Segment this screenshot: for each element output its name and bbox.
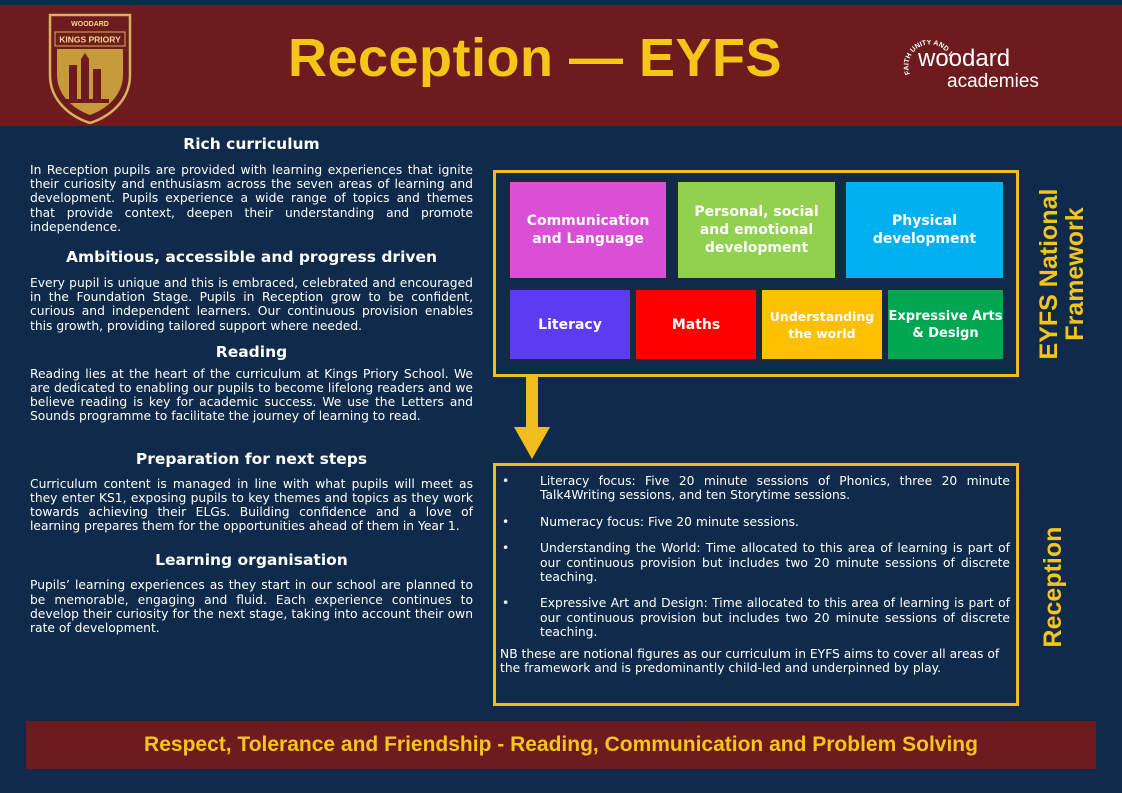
list-item: •Understanding the World: Time allocated… — [502, 541, 1010, 585]
area-maths: Maths — [634, 288, 758, 361]
area-label: Understanding the world — [769, 308, 875, 341]
footer-text: Respect, Tolerance and Friendship - Read… — [144, 733, 978, 756]
area-personal-social-emotional: Personal, social and emotional developme… — [676, 180, 837, 280]
area-label: Physical development — [872, 213, 977, 247]
area-label: Maths — [671, 316, 721, 333]
area-literacy: Literacy — [508, 288, 632, 361]
section-heading-rich-curriculum: Rich curriculum — [183, 135, 320, 153]
down-arrow-icon — [514, 375, 550, 459]
list-item: •Literacy focus: Five 20 minute sessions… — [502, 474, 1010, 503]
area-label: Expressive Arts & Design — [888, 308, 1003, 341]
area-label: Personal, social and emotional developme… — [694, 204, 819, 256]
section-body-learning-organisation: Pupils’ learning experiences as they sta… — [30, 578, 473, 636]
section-heading-ambitious: Ambitious, accessible and progress drive… — [65, 248, 438, 267]
reception-details: •Literacy focus: Five 20 minute sessions… — [500, 474, 1010, 675]
reception-vertical-label: Reception — [1039, 526, 1067, 648]
framework-frame — [493, 170, 1019, 377]
woodard-sub-text: academies — [947, 71, 1039, 92]
woodard-academies-logo: FAITH UNITY AND VISION woodard academies — [900, 40, 1039, 92]
section-heading-preparation: Preparation for next steps — [135, 449, 368, 468]
bullet-icon: • — [502, 514, 510, 529]
area-label: Literacy — [538, 316, 602, 333]
area-expressive-arts: Expressive Arts & Design — [886, 288, 1005, 361]
woodard-name-text: woodard — [917, 45, 1010, 72]
reception-frame — [493, 463, 1019, 706]
left-column: Rich curriculum In Reception pupils are … — [30, 130, 473, 635]
page-title: Reception — EYFS — [287, 28, 783, 88]
section-body-reading: Reading lies at the heart of the curricu… — [30, 366, 473, 424]
crest-top-text: WOODARD — [71, 21, 109, 28]
section-heading-reading: Reading — [215, 342, 288, 361]
framework-label-line1: EYFS National — [1035, 188, 1063, 360]
framework-label-line2: Framework — [1061, 207, 1089, 341]
list-item: •Expressive Art and Design: Time allocat… — [502, 596, 1010, 640]
framework-vertical-label: EYFS National Framework — [1035, 174, 1089, 374]
area-understanding-world: Understanding the world — [760, 288, 884, 361]
kings-priory-crest-logo: WOODARD KINGS PRIORY — [48, 13, 132, 125]
area-communication-language: Communication and Language — [508, 180, 668, 280]
footer-banner: Respect, Tolerance and Friendship - Read… — [26, 721, 1096, 769]
section-body-ambitious: Every pupil is unique and this is embrac… — [30, 276, 473, 333]
top-border — [0, 0, 1122, 5]
bullet-icon: • — [502, 474, 510, 488]
crest-name-text: KINGS PRIORY — [59, 35, 121, 45]
header-banner: WOODARD KINGS PRIORY Reception — EYFS FA… — [0, 5, 1122, 126]
reception-note: NB these are notional figures as our cur… — [500, 646, 1000, 676]
section-body-rich-curriculum: In Reception pupils are provided with le… — [30, 163, 473, 234]
bullet-icon: • — [502, 541, 510, 556]
bullet-icon: • — [502, 596, 510, 611]
area-physical-development: Physical development — [844, 180, 1005, 280]
area-label: Communication and Language — [526, 213, 650, 247]
section-heading-learning-organisation: Learning organisation — [155, 551, 348, 570]
reception-bullet-list: •Literacy focus: Five 20 minute sessions… — [500, 474, 1010, 640]
section-body-preparation: Curriculum content is managed in line wi… — [30, 476, 473, 534]
list-item: •Numeracy focus: Five 20 minute sessions… — [502, 514, 799, 529]
